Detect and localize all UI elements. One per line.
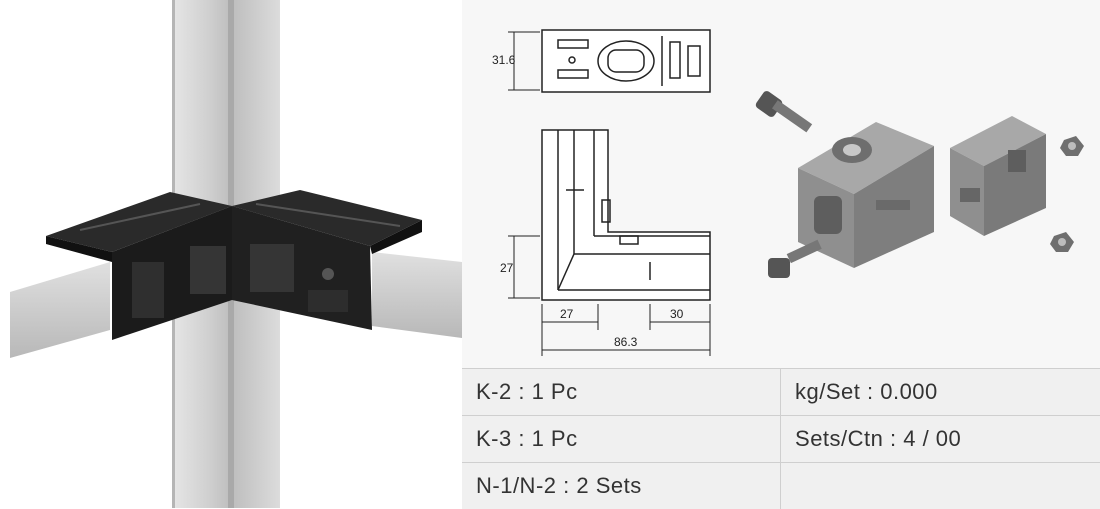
dim-label-width-total: 86.3	[614, 335, 638, 349]
top-view-drawing	[542, 30, 710, 92]
table-row: N-1/N-2 : 2 Sets	[462, 463, 1100, 509]
aluminum-bar-right	[372, 252, 462, 338]
table-row: K-3 : 1 Pc Sets/Ctn : 4 / 00	[462, 416, 1100, 463]
spec-table: K-2 : 1 Pc kg/Set : 0.000 K-3 : 1 Pc Set…	[462, 368, 1100, 509]
product-photo	[0, 0, 462, 508]
spec-k3: K-3 : 1 Pc	[462, 416, 781, 463]
dim-label-height-side: 27	[500, 261, 514, 275]
technical-drawings: 31.6 27 27 30 86.3	[462, 0, 1100, 368]
spec-sets-per-carton: Sets/Ctn : 4 / 00	[781, 416, 1100, 463]
spec-empty	[781, 463, 1100, 509]
dim-label-height-top: 31.6	[492, 53, 516, 67]
dim-label-width-right: 30	[670, 307, 684, 321]
table-row: K-2 : 1 Pc kg/Set : 0.000	[462, 369, 1100, 416]
spec-nuts: N-1/N-2 : 2 Sets	[462, 463, 781, 509]
spec-k2: K-2 : 1 Pc	[462, 369, 781, 416]
spec-weight: kg/Set : 0.000	[781, 369, 1100, 416]
dim-label-width-left: 27	[560, 307, 574, 321]
